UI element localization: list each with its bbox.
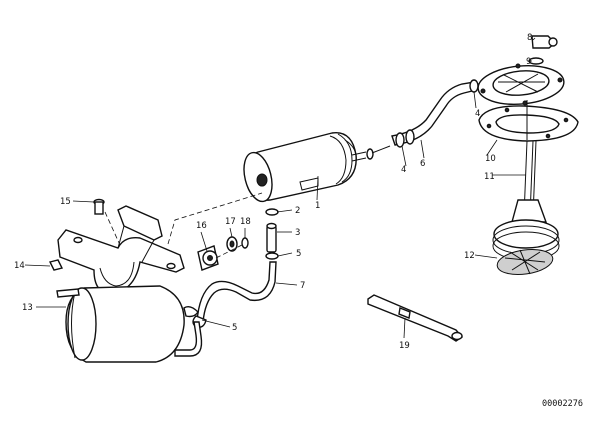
callout-2: 2	[295, 206, 300, 216]
callout-14: 14	[14, 261, 25, 271]
callout-1: 1	[315, 201, 320, 211]
canister	[56, 285, 203, 363]
callout-13: 13	[22, 303, 33, 313]
callout-19: 19	[399, 341, 410, 351]
callout-labels: 1 2 3 4 4 5 5 6 7 8 9 10 11 12 13 14 15 …	[14, 33, 532, 351]
bracket-assembly	[48, 198, 249, 295]
callout-16: 15	[60, 197, 71, 207]
callout-11: 11	[484, 172, 495, 182]
callout-7: 7	[300, 281, 305, 291]
callout-10: 10	[485, 154, 496, 164]
callout-12: 12	[464, 251, 475, 261]
leader-lines	[24, 37, 536, 339]
callout-5a: 5	[296, 249, 301, 259]
callout-3: 3	[295, 228, 300, 238]
fuel-hoses	[192, 79, 479, 329]
fuel-pump	[243, 131, 391, 203]
callout-8: 8	[527, 33, 532, 43]
tank-sender	[477, 35, 579, 276]
callout-17: 17	[225, 217, 236, 227]
callout-16: 16	[196, 221, 207, 231]
callout-9: 9	[526, 57, 531, 67]
callout-18: 18	[240, 217, 251, 227]
callout-4a: 4	[401, 165, 406, 175]
assembly-guide-lines	[104, 192, 263, 259]
callout-6: 6	[420, 159, 425, 169]
dipstick	[367, 294, 464, 342]
callout-4b: 4	[475, 109, 480, 119]
document-number: 00002276	[542, 399, 583, 409]
callout-5b: 5	[232, 323, 237, 333]
